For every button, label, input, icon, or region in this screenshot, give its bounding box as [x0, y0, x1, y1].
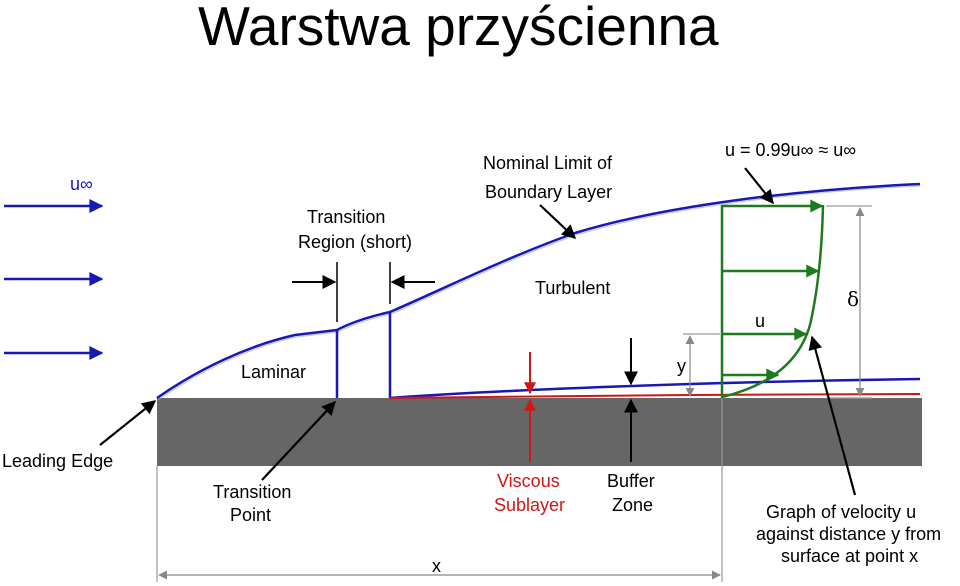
buffer-zone-line: [389, 377, 921, 400]
viscous-sublayer-line: [389, 393, 921, 399]
velocity-profile-curve: [721, 204, 825, 399]
transition-region-label-2: Region (short): [298, 232, 412, 252]
x-label: x: [432, 556, 441, 576]
buffer-zone-label-2: Zone: [612, 495, 653, 515]
y-label: y: [677, 356, 686, 376]
laminar-label: Laminar: [241, 362, 306, 382]
boundary-layer-edge: [156, 182, 921, 400]
turbulent-label: Turbulent: [535, 278, 610, 298]
nominal-limit-label-2: Boundary Layer: [485, 182, 612, 202]
edge-velocity-label: u = 0.99u∞ ≈ u∞: [725, 140, 856, 160]
leading-edge-label: Leading Edge: [2, 451, 113, 471]
boundary-layer-edge-shadow: [157, 185, 921, 401]
buffer-zone-label-1: Buffer: [607, 471, 655, 491]
slide-title: Warstwa przyścienna: [198, 0, 719, 57]
u-label: u: [755, 311, 765, 331]
viscous-sublayer-label-2: Sublayer: [494, 495, 565, 515]
wall-surface: [157, 398, 922, 466]
transition-point-label-1: Transition: [213, 482, 291, 502]
freestream-label: u∞: [70, 174, 93, 194]
transition-point-label-2: Point: [230, 505, 271, 525]
graph-label-3: surface at point x: [781, 546, 918, 566]
delta-label: δ: [847, 287, 859, 311]
nominal-limit-pointer: [539, 204, 577, 239]
viscous-sublayer-label-1: Viscous: [497, 471, 560, 491]
transition-region-label-1: Transition: [307, 207, 385, 227]
transition-point-pointer: [261, 400, 336, 481]
nominal-limit-label-1: Nominal Limit of: [483, 153, 613, 173]
graph-label-2: against distance y from: [756, 524, 941, 544]
graph-label-1: Graph of velocity u: [766, 502, 916, 522]
leading-edge-pointer: [99, 400, 157, 446]
edge-velocity-pointer: [744, 167, 774, 205]
graph-pointer: [808, 335, 857, 496]
